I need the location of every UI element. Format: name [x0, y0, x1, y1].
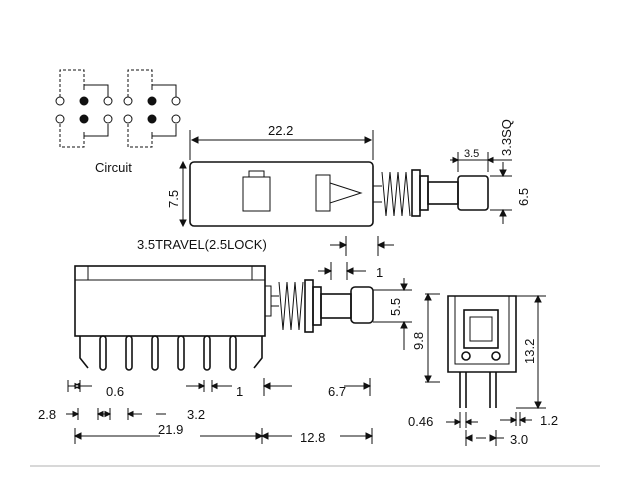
side-view: 13.2 0.46 1.2 3.0	[408, 294, 558, 447]
dim-6-5: 6.5	[516, 188, 531, 206]
front-view: 1 0.6 1 6.7 2.8 3.2 21.9 12.8 5.5 9.8	[38, 262, 440, 445]
dim-3-0: 3.0	[510, 432, 528, 447]
dim-2-8: 2.8	[38, 407, 56, 422]
circuit-diagram: Circuit	[55, 69, 181, 175]
dim-22-2: 22.2	[268, 123, 293, 138]
circuit-label: Circuit	[95, 160, 132, 175]
dim-3-2: 3.2	[187, 407, 205, 422]
dim-21-9: 21.9	[158, 422, 183, 437]
dim-1-2: 1.2	[540, 413, 558, 428]
dim-1-bottom: 1	[236, 384, 243, 399]
dim-7-5: 7.5	[166, 190, 181, 208]
dim-9-8: 9.8	[411, 332, 426, 350]
dim-1-top: 1	[376, 265, 383, 280]
travel-label: 3.5TRAVEL(2.5LOCK)	[137, 237, 267, 252]
dim-5-5: 5.5	[388, 298, 403, 316]
dim-3-3sq: 3.3SQ	[499, 119, 514, 156]
dim-6-7: 6.7	[328, 384, 346, 399]
dim-3-5-plunger: 3.5	[464, 148, 479, 160]
dim-12-8: 12.8	[300, 430, 325, 445]
dim-13-2: 13.2	[522, 339, 537, 364]
top-view: 22.2 7.5 3.5 3.3SQ 6.5 3.5TRAVEL(2.5LOCK…	[137, 119, 531, 256]
dim-0-46: 0.46	[408, 414, 433, 429]
dim-0-6: 0.6	[106, 384, 124, 399]
